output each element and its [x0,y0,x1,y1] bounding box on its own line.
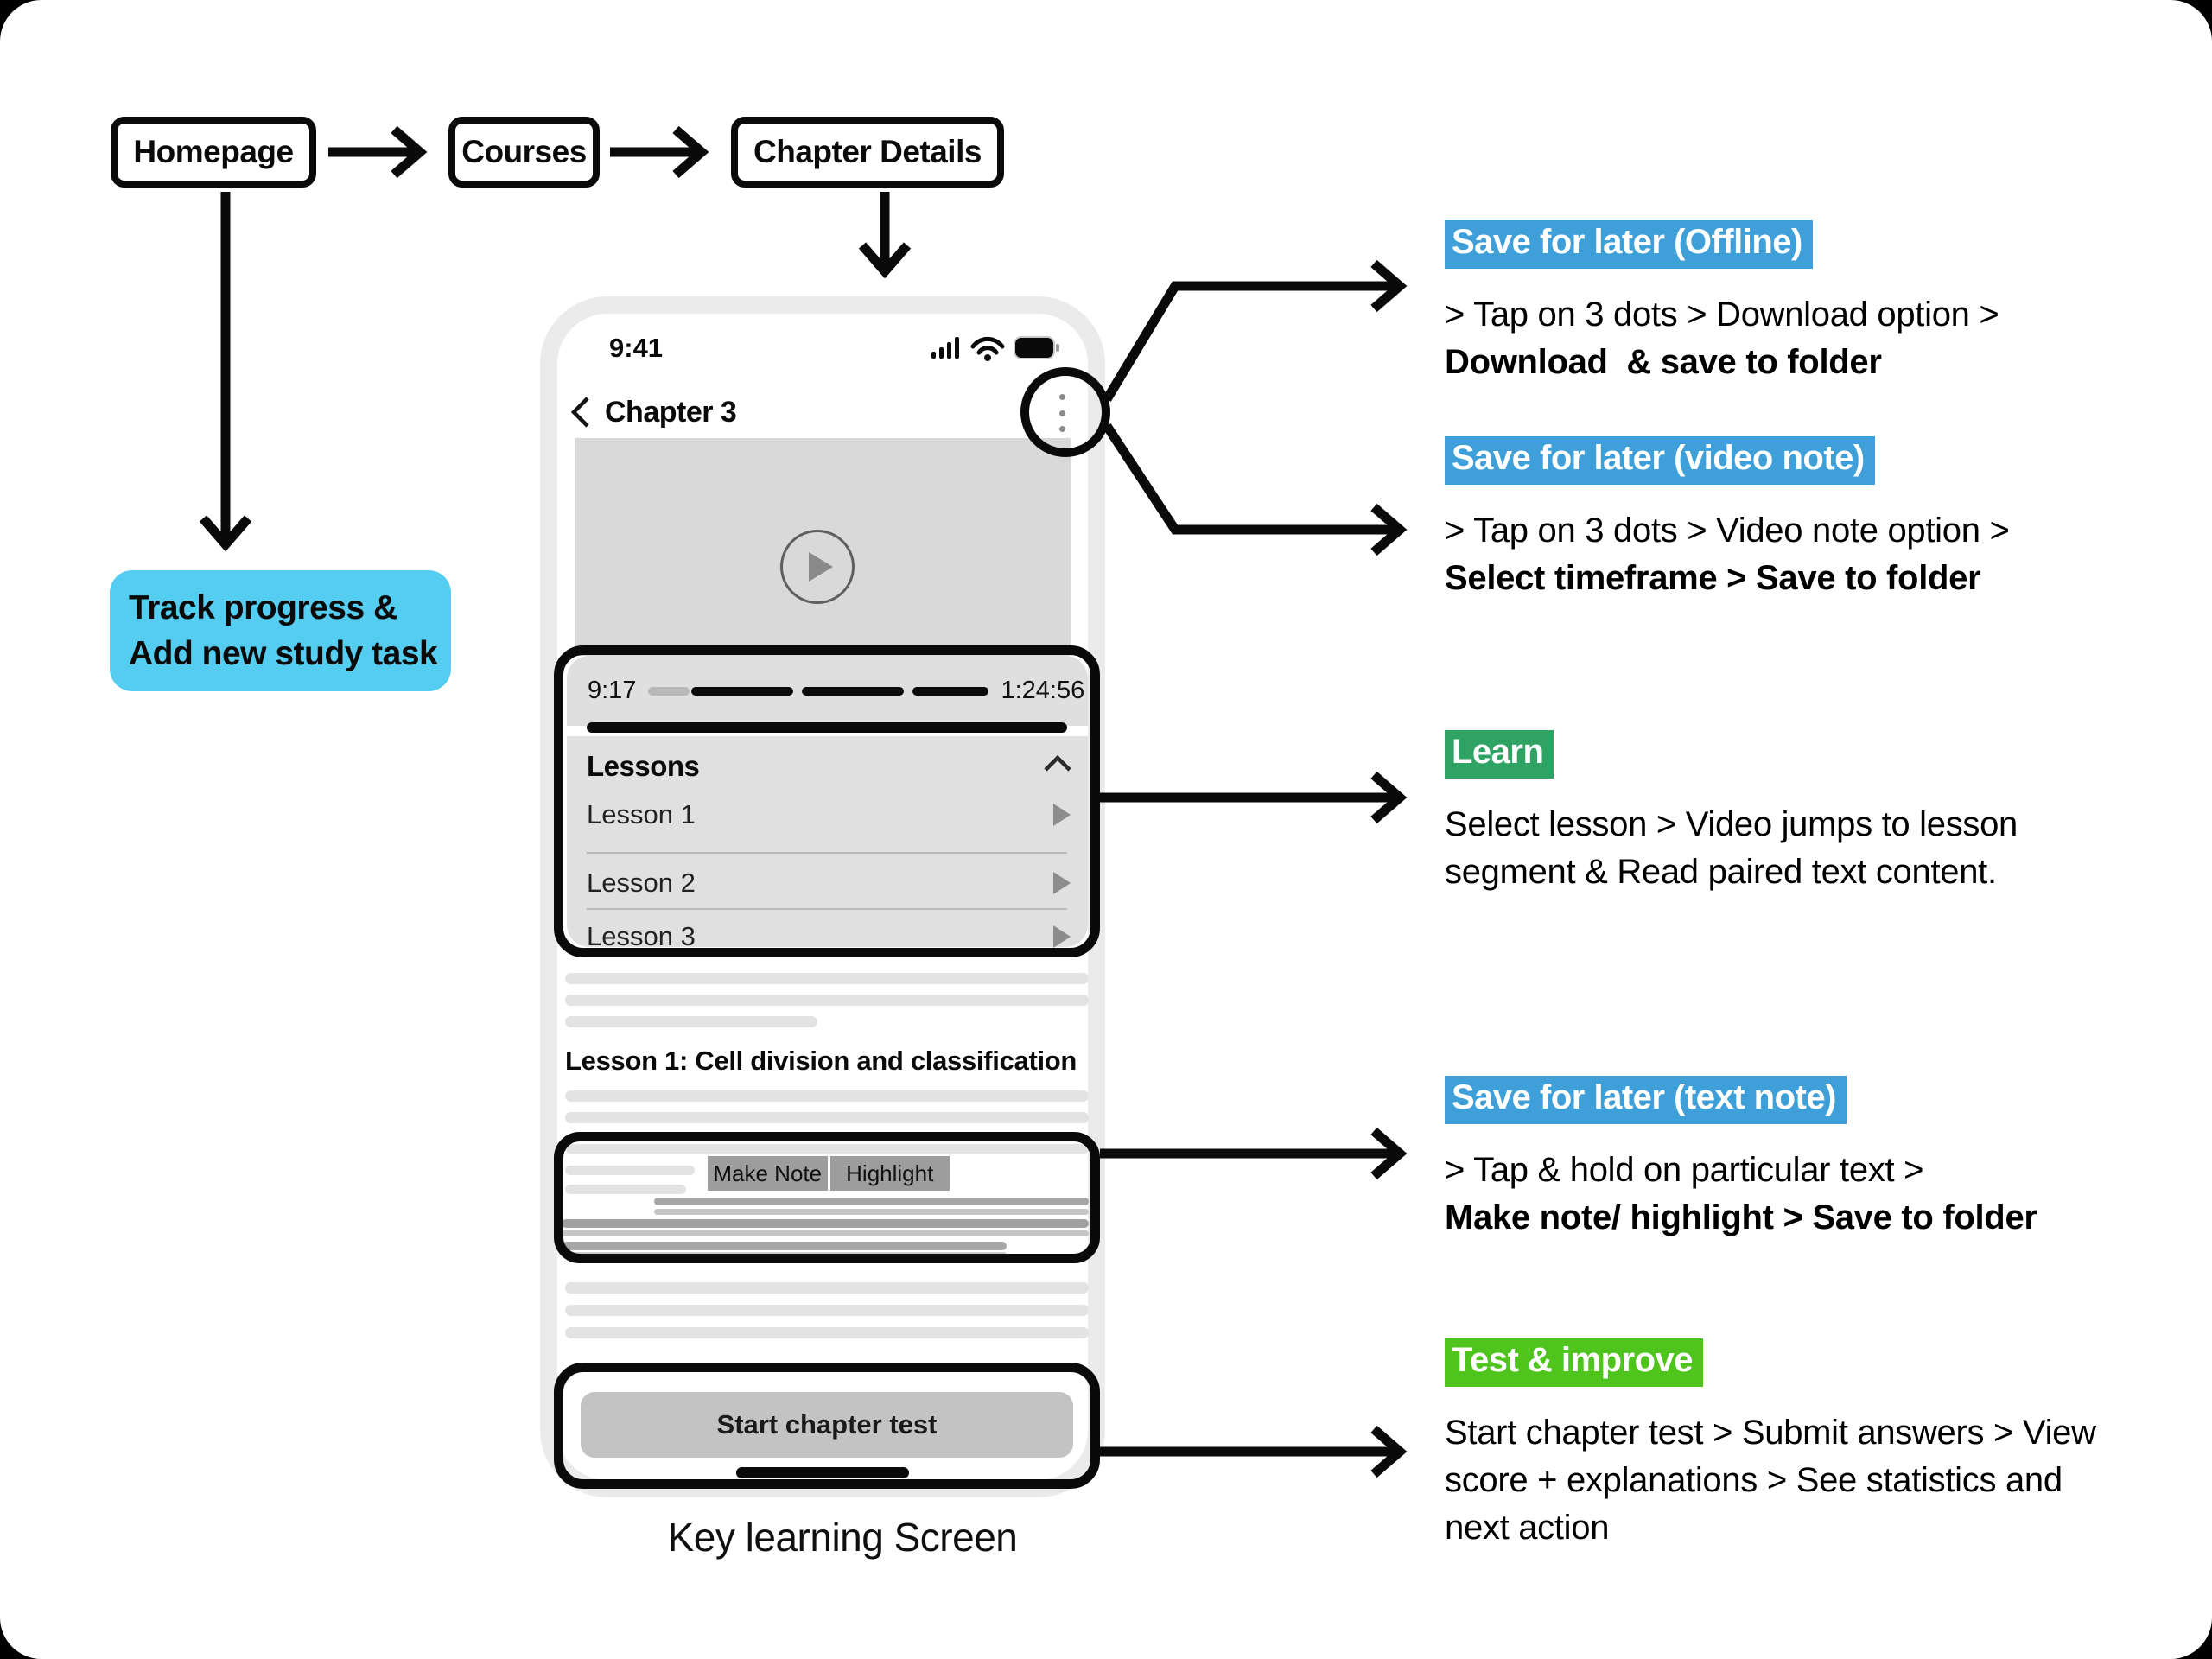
progress-track [648,686,989,696]
lesson-item-1[interactable]: Lesson 1 [587,796,1071,834]
progress-segment [691,686,794,696]
progress-segment [912,686,989,696]
row-divider [587,852,1067,854]
make-note-button[interactable]: Make Note [708,1156,828,1191]
annotation-tag: Save for later (video note) [1445,436,1875,485]
annotation-tag: Save for later (Offline) [1445,220,1813,269]
lesson-item-3[interactable]: Lesson 3 [587,918,1071,956]
selected-text-line [562,1230,1089,1236]
lesson-content-heading: Lesson 1: Cell division and classificati… [565,1046,1077,1076]
skeleton-line [565,1327,1089,1338]
chevron-left-icon [570,397,589,428]
skeleton-line [565,1185,686,1194]
annotation-tag: Learn [1445,730,1554,779]
test-button-outline [554,1363,1100,1489]
lesson-label: Lesson 2 [587,868,696,898]
text-note-outline [554,1132,1100,1263]
back-button[interactable] [567,393,593,431]
lesson-item-2[interactable]: Lesson 2 [587,864,1071,902]
annotation-video-note: Save for later (video note) > Tap on 3 d… [1445,436,2010,602]
home-indicator [736,1467,909,1478]
chapter-title: Chapter 3 [605,396,737,429]
skeleton-line [565,1166,695,1175]
chevron-up-icon [1044,754,1071,772]
play-lesson-icon [1053,925,1071,948]
annotation-step-bold: Make note/ highlight > Save to folder [1445,1198,2037,1236]
arrow-to-video-note [1103,423,1408,556]
annotation-step: score + explanations > See statistics an… [1445,1461,2063,1499]
annotation-step: next action [1445,1509,1610,1547]
skeleton-line [565,1090,1089,1102]
track-progress-callout: Track progress & Add new study task [110,570,451,691]
play-lesson-icon [1053,804,1071,826]
annotation-offline: Save for later (Offline) > Tap on 3 dots… [1445,220,1999,386]
kebab-dot [1058,426,1065,432]
annotation-learn: Learn Select lesson > Video jumps to les… [1445,730,2018,896]
skeleton-line [565,973,1089,984]
annotation-tag: Save for later (text note) [1445,1076,1847,1124]
total-duration: 1:24:56 [1001,677,1085,704]
flow-node-chapter-details: Chapter Details [731,117,1004,188]
annotation-step-bold: Select timeframe > Save to folder [1445,559,1981,597]
callout-line-1: Track progress & [129,589,397,626]
lessons-panel [567,736,1088,947]
text-selection-popup: Make Note Highlight [708,1156,950,1191]
annotation-tag: Test & improve [1445,1338,1703,1387]
status-icons [931,334,1061,366]
kebab-dot [1058,394,1065,400]
annotation-step: Select lesson > Video jumps to lesson [1445,805,2018,843]
lesson-label: Lesson 1 [587,799,696,830]
wifi-dot [984,354,991,361]
flow-node-homepage: Homepage [111,117,316,188]
skeleton-line [565,1282,1089,1294]
annotation-step: > Tap on 3 dots > Download option > [1445,296,1999,334]
play-icon [809,552,833,582]
panel-divider [587,722,1067,733]
selected-text-line [654,1209,1089,1215]
annotation-step: segment & Read paired text content. [1445,853,1997,891]
cellular-signal-icon [931,337,959,359]
annotation-test-improve: Test & improve Start chapter test > Subm… [1445,1338,2096,1552]
skeleton-line [565,1144,1089,1154]
selected-text-line [654,1198,1089,1205]
flow-node-courses: Courses [448,117,600,188]
lesson-label: Lesson 3 [587,921,696,951]
annotation-step: > Tap on 3 dots > Video note option > [1445,512,2010,550]
kebab-dot [1058,410,1065,416]
progress-segment [802,686,905,696]
arrow-to-offline [1103,259,1408,402]
skeleton-line [565,1305,1089,1316]
lessons-title: Lessons [587,750,700,782]
highlight-button[interactable]: Highlight [830,1156,950,1191]
collapse-lessons-button[interactable] [1040,753,1075,779]
player-lessons-outline [554,645,1100,957]
annotation-text-note: Save for later (text note) > Tap & hold … [1445,1076,2037,1242]
status-time: 9:41 [609,333,664,363]
elapsed-time: 9:17 [588,677,637,704]
skeleton-line [565,1112,1089,1123]
start-chapter-test-button[interactable]: Start chapter test [581,1392,1073,1458]
skeleton-line [565,995,1089,1006]
play-lesson-icon [1053,872,1071,894]
progress-played-segment [648,686,690,696]
skeleton-line [565,1016,817,1027]
video-progress-bar[interactable]: 9:17 1:24:56 [567,656,1088,726]
annotation-step-bold: Download & save to folder [1445,343,1882,381]
selected-text-line [562,1242,1007,1250]
annotation-step: Start chapter test > Submit answers > Vi… [1445,1414,2096,1452]
wifi-icon [970,336,1005,355]
kebab-menu-button[interactable] [1058,394,1066,432]
play-button[interactable] [780,530,855,604]
row-divider [587,908,1067,910]
callout-line-2: Add new study task [129,635,438,672]
selected-text-line [562,1219,1089,1228]
battery-icon [1014,336,1059,359]
annotation-step: > Tap & hold on particular text > [1445,1151,1924,1189]
phone-caption: Key learning Screen [667,1515,1018,1560]
